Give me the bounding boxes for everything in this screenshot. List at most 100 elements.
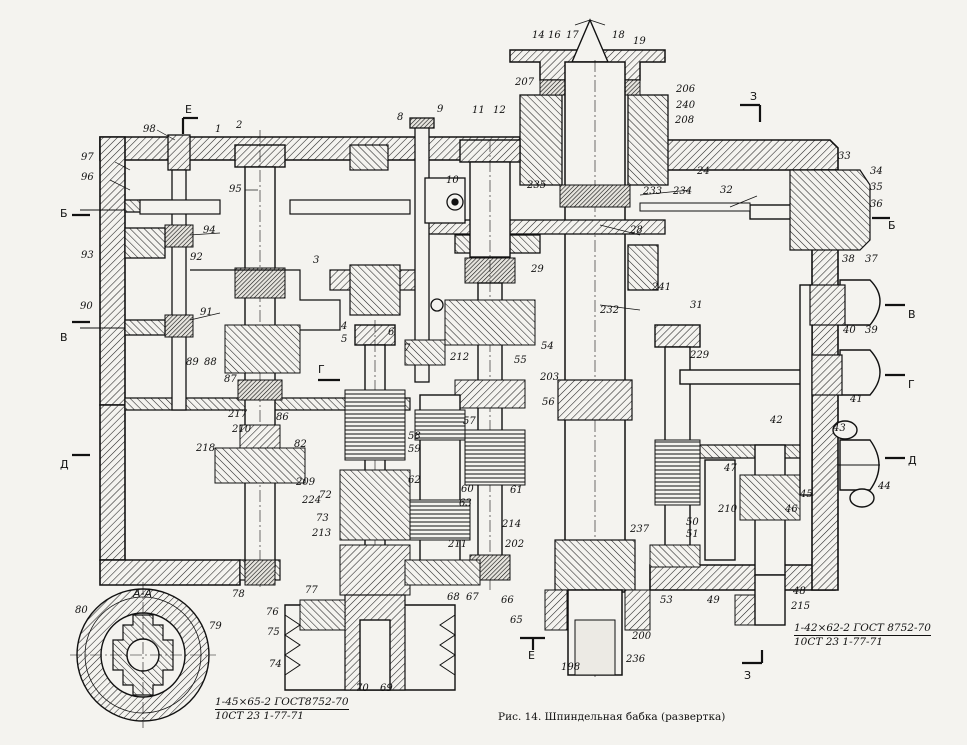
label-208: 208 [675, 115, 695, 126]
label-28: 28 [630, 225, 643, 236]
label-232: 232 [600, 305, 620, 316]
label-214: 214 [502, 519, 522, 530]
figure-caption: Рис. 14. Шпиндельная бабка (развертка) [498, 711, 726, 723]
label-4: 4 [341, 321, 348, 332]
label-24: 24 [697, 166, 710, 177]
spec-right-line1: 1-42×62-2 ГОСТ 8752-70 [794, 622, 931, 636]
housing-bottom-wall [99, 559, 241, 586]
rod-98 [80, 134, 194, 411]
label-241: 241 [652, 282, 672, 293]
label-90: 90 [80, 301, 93, 312]
label-65: 65 [510, 615, 523, 626]
label-19: 19 [633, 36, 646, 47]
section-mark-z-top: З [750, 90, 758, 103]
label-94: 94 [203, 225, 216, 236]
label-62: 62 [408, 475, 421, 486]
label-87: 87 [224, 374, 237, 385]
label-48: 48 [793, 586, 806, 597]
label-51: 51 [686, 529, 699, 540]
label-202: 202 [505, 539, 525, 550]
label-75: 75 [267, 627, 280, 638]
label-55: 55 [514, 355, 527, 366]
label-73: 73 [316, 513, 329, 524]
label-31: 31 [690, 300, 703, 311]
label-46: 46 [785, 504, 798, 515]
label-39: 39 [865, 325, 878, 336]
label-96: 96 [81, 172, 94, 183]
label-36: 36 [870, 199, 883, 210]
section-mark-g-right: Г [908, 378, 915, 391]
label-49: 49 [707, 595, 720, 606]
label-18: 18 [612, 30, 625, 41]
section-mark-z-bottom: З [744, 669, 752, 682]
label-79: 79 [209, 621, 222, 632]
label-29: 29 [531, 264, 544, 275]
spec-right: 1-42×62-2 ГОСТ 8752-70 10СТ 23 1-77-71 [794, 622, 931, 648]
housing-top-wall [99, 136, 521, 161]
label-11: 11 [472, 105, 485, 116]
label-74: 74 [269, 659, 282, 670]
label-98: 98 [143, 124, 156, 135]
label-218: 218 [196, 443, 216, 454]
label-54: 54 [541, 341, 554, 352]
shaft-3 [139, 199, 421, 331]
label-209: 209 [296, 477, 316, 488]
section-mark-b-left: Б [60, 207, 68, 220]
label-37: 37 [865, 254, 878, 265]
label-240: 240 [676, 100, 696, 111]
leader-lines [109, 129, 758, 321]
label-56: 56 [542, 397, 555, 408]
label-40: 40 [843, 325, 856, 336]
spec-left-line2: 10СТ 23 1-77-71 [215, 710, 304, 722]
label-1: 1 [215, 124, 222, 135]
spindle-gear-28 [419, 219, 666, 291]
housing-bottom-right [649, 564, 836, 591]
label-53: 53 [660, 595, 673, 606]
label-63: 63 [459, 498, 472, 509]
label-6: 6 [388, 327, 395, 338]
section-mark-b-right: Б [888, 219, 896, 232]
label-233: 233 [643, 186, 663, 197]
label-50: 50 [686, 517, 699, 528]
label-229: 229 [690, 350, 710, 361]
section-mark-d-left: Д [60, 458, 69, 471]
label-57: 57 [463, 416, 476, 427]
label-210b: 210 [718, 504, 738, 515]
label-17: 17 [566, 30, 579, 41]
label-41: 41 [850, 394, 863, 405]
label-215: 215 [791, 601, 811, 612]
shaft-95 [214, 130, 306, 590]
label-88: 88 [204, 357, 217, 368]
housing-left-lower-wall [99, 404, 126, 561]
label-9: 9 [437, 104, 444, 115]
section-mark-g-mid: Г [318, 363, 325, 376]
label-76: 76 [266, 607, 279, 618]
label-68: 68 [447, 592, 460, 603]
section-aa [70, 582, 216, 728]
section-mark-v-right: В [908, 308, 916, 321]
label-235: 235 [527, 180, 547, 191]
label-234: 234 [673, 186, 693, 197]
label-2: 2 [236, 120, 243, 131]
label-213: 213 [312, 528, 332, 539]
label-47: 47 [724, 463, 737, 474]
label-217: 217 [228, 409, 248, 420]
label-95: 95 [229, 184, 242, 195]
label-80: 80 [75, 605, 88, 616]
control-knobs [639, 169, 881, 508]
label-212: 212 [450, 352, 470, 363]
pulley [284, 594, 456, 691]
label-58: 58 [408, 431, 421, 442]
label-33: 33 [838, 151, 851, 162]
label-211: 211 [448, 539, 468, 550]
label-35: 35 [870, 182, 883, 193]
section-mark-d-right: Д [908, 454, 917, 467]
label-44: 44 [878, 481, 891, 492]
label-72: 72 [319, 490, 332, 501]
label-224: 224 [302, 495, 322, 506]
housing-left-wall [99, 136, 126, 406]
label-203: 203 [540, 372, 560, 383]
label-91: 91 [200, 307, 213, 318]
housing-top-wall-right [654, 139, 839, 171]
label-42: 42 [770, 415, 783, 426]
